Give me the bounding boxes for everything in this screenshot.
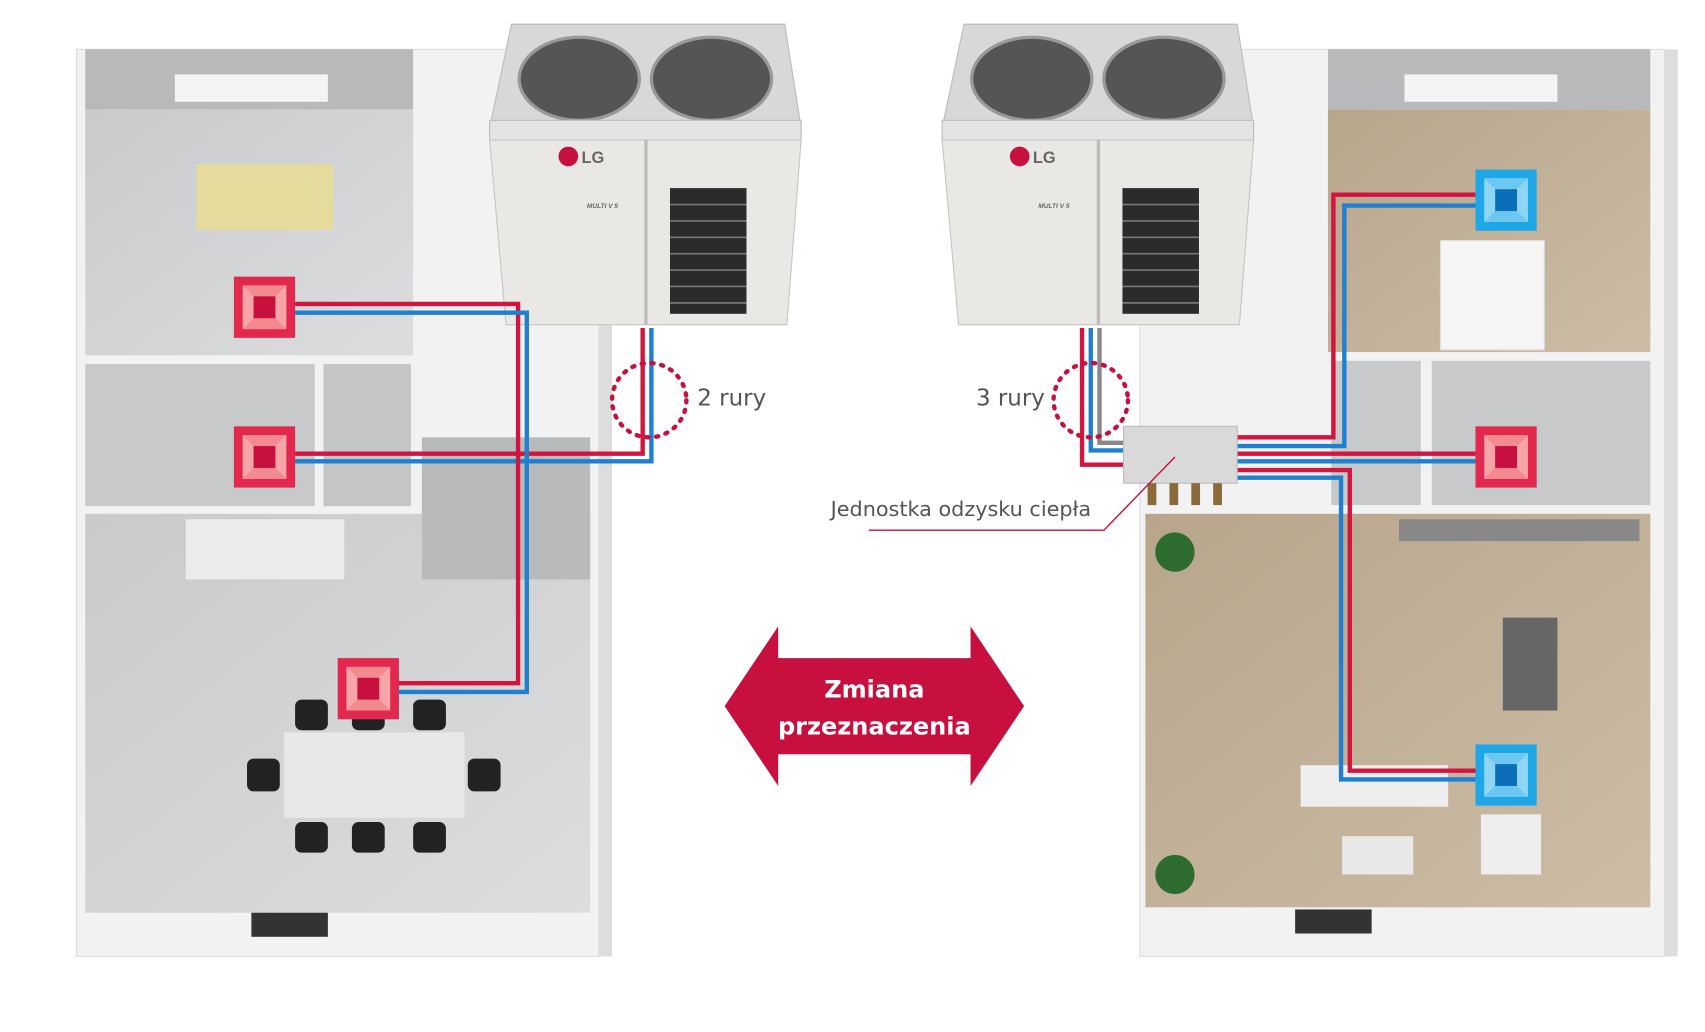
indoor-unit-heating	[337, 658, 399, 720]
indoor-unit-cooling	[1475, 744, 1537, 806]
hr-unit-label: Jednostka odzysku ciepła	[829, 497, 1092, 521]
indoor-unit-heating	[1475, 426, 1537, 488]
outdoor-unit-model: MULTI V 5	[587, 203, 619, 210]
change-of-use-arrow: Zmiana przeznaczenia	[724, 626, 1025, 786]
heat-recovery-unit	[1123, 425, 1238, 506]
arrow-text-line1: Zmiana	[824, 675, 924, 703]
pipe-highlight-circle	[1051, 360, 1131, 440]
outdoor-unit-model: MULTI V 5	[1038, 203, 1070, 210]
left-pipes-label: 2 rury	[697, 386, 766, 412]
hr-unit-leader-line	[868, 456, 1176, 531]
pipe-highlight-circle	[609, 360, 689, 440]
outdoor-unit-right: LG MULTI V 5	[940, 22, 1256, 327]
arrow-text-line2: przeznaczenia	[778, 713, 971, 741]
outdoor-unit-brand: LG	[1033, 149, 1056, 167]
lg-logo-icon	[558, 146, 579, 167]
outdoor-unit-brand: LG	[581, 149, 604, 167]
right-pipes-label: 3 rury	[976, 386, 1045, 412]
indoor-unit-cooling	[1475, 169, 1537, 231]
right-piping-3-pipe	[1079, 192, 1476, 782]
indoor-unit-heating	[233, 426, 296, 488]
lg-logo-icon	[1009, 146, 1030, 167]
indoor-unit-heating	[233, 276, 296, 338]
outdoor-unit-left: LG MULTI V 5	[488, 22, 803, 327]
left-piping-2-pipe	[295, 301, 654, 695]
